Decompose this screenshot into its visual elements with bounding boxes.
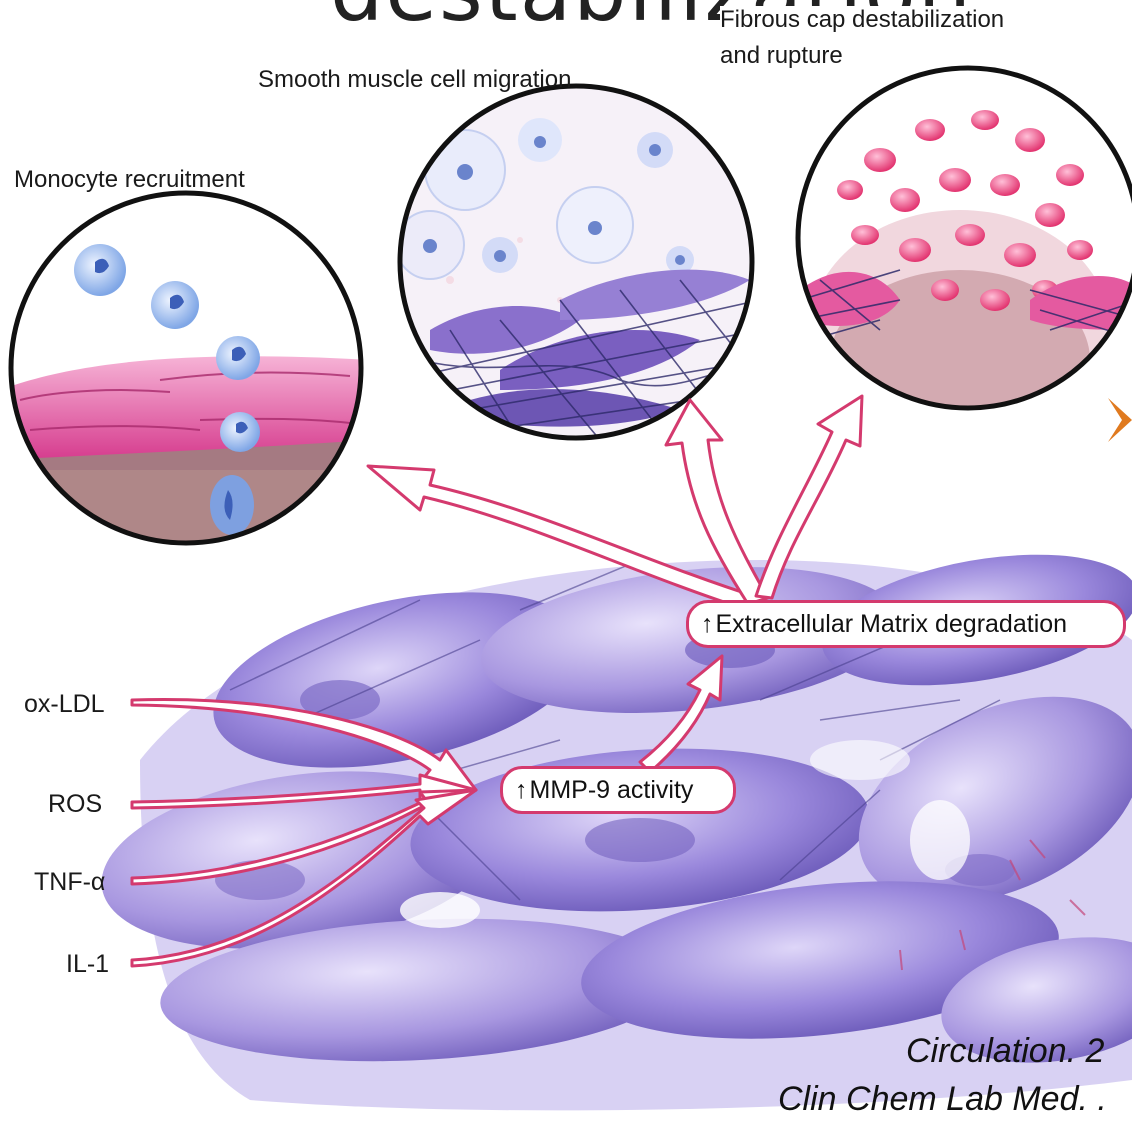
input-ros: ROS <box>48 790 102 819</box>
monocyte-recruitment-label: Monocyte recruitment <box>14 166 245 194</box>
citation-clin-chem: Clin Chem Lab Med. . <box>778 1080 1107 1119</box>
mmp9-activity-label: MMP-9 activity <box>530 776 694 805</box>
up-arrow-icon: ↑ <box>701 610 714 639</box>
fibrous-cap-label-line1: Fibrous cap destabilization <box>720 6 1004 34</box>
input-il-1: IL-1 <box>66 950 109 979</box>
up-arrow-icon: ↑ <box>515 776 528 805</box>
fibrous-cap-rupture-panel <box>790 60 1132 450</box>
fibrous-cap-label-line2: and rupture <box>720 42 843 70</box>
input-tnf-alpha: TNF-α <box>34 868 105 897</box>
smc-migration-label: Smooth muscle cell migration <box>258 66 571 94</box>
bullet-chevron-icon <box>1108 398 1132 442</box>
citation-circulation: Circulation. 2 <box>906 1032 1104 1071</box>
smooth-muscle-migration-panel <box>390 80 770 440</box>
monocyte-recruitment-panel <box>0 190 370 560</box>
ecm-degradation-box: ↑ Extracellular Matrix degradation <box>686 600 1126 648</box>
ecm-degradation-label: Extracellular Matrix degradation <box>716 610 1068 639</box>
mmp9-activity-box: ↑ MMP-9 activity <box>500 766 736 814</box>
input-ox-ldl: ox-LDL <box>24 690 105 719</box>
